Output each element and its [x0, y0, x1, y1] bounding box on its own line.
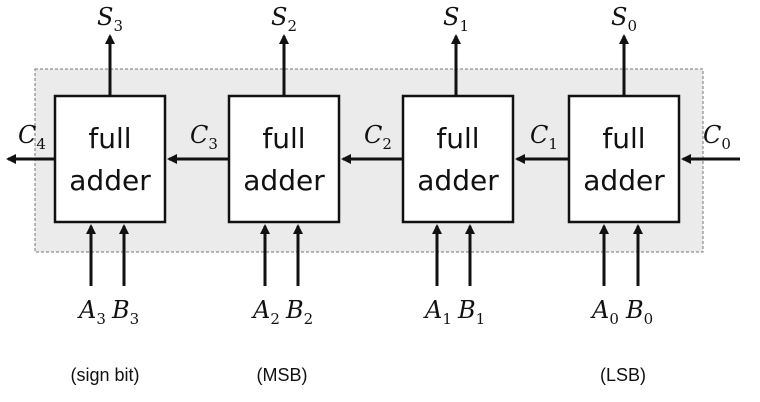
- carry-label-c1: C1: [530, 121, 558, 153]
- adder-label-line1: full: [602, 122, 645, 155]
- full-adder-3: full adder S3 A3 B3 C4 (sign bit): [6, 3, 167, 385]
- adder-label-line2: adder: [69, 164, 151, 197]
- input-a-label: A1: [423, 296, 452, 328]
- input-b-label: B3: [111, 296, 139, 328]
- adder-box: [401, 94, 515, 224]
- input-a-label: A0: [590, 296, 619, 328]
- adder-label-line1: full: [262, 122, 305, 155]
- carry-out-label: C4: [18, 121, 46, 153]
- input-a-label: A3: [77, 296, 106, 328]
- full-adder-2: full adder S2 A2 B2 (MSB): [227, 3, 341, 385]
- bit-note: (MSB): [257, 365, 308, 385]
- adder-box: [567, 94, 681, 224]
- adder-box: [227, 94, 341, 224]
- sum-label: S1: [443, 3, 469, 35]
- input-a-label: A2: [251, 296, 280, 328]
- adder-box: [53, 94, 167, 224]
- sum-label: S3: [97, 3, 123, 35]
- carry-label-c2: C2: [364, 121, 392, 153]
- carry-in-label: C0: [703, 121, 731, 153]
- bit-note: (sign bit): [70, 365, 139, 385]
- adder-label-line2: adder: [583, 164, 665, 197]
- sum-label: S0: [611, 3, 637, 35]
- adder-label-line1: full: [436, 122, 479, 155]
- adder-label-line2: adder: [243, 164, 325, 197]
- adder-label-line2: adder: [417, 164, 499, 197]
- input-b-label: B2: [285, 296, 313, 328]
- full-adder-0: full adder S0 A0 B0 C0 (LSB): [567, 3, 740, 385]
- carry-label-c3: C3: [190, 121, 218, 153]
- sum-label: S2: [271, 3, 297, 35]
- bit-note: (LSB): [600, 365, 646, 385]
- full-adder-1: full adder S1 A1 B1: [401, 3, 515, 328]
- input-b-label: B1: [457, 296, 485, 328]
- adder-label-line1: full: [88, 122, 131, 155]
- input-b-label: B0: [625, 296, 653, 328]
